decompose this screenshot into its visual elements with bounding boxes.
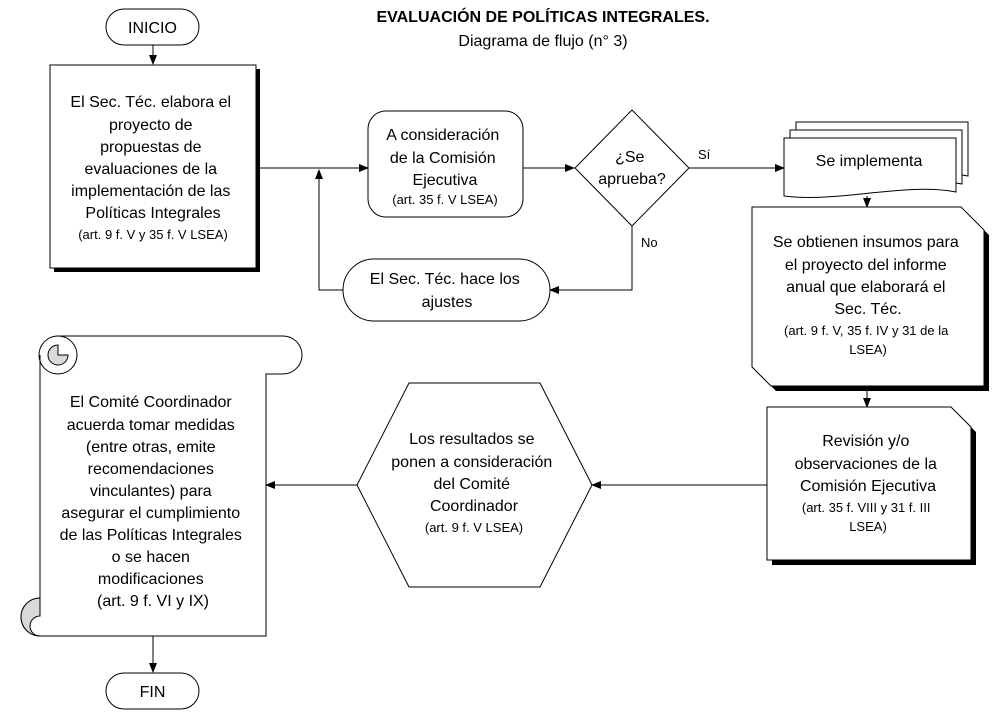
hexagon-resultados: Los resultados se ponen a consideración … bbox=[356, 382, 593, 588]
elabora-reference: (art. 9 f. V y 35 f. V LSEA) bbox=[78, 227, 228, 242]
resultados-line-2: ponen a consideración bbox=[391, 454, 552, 471]
comite-line-5: vinculantes) para bbox=[90, 483, 212, 500]
insumos-ref-line-1: (art. 9 f. V, 35 f. IV y 31 de la bbox=[784, 323, 949, 338]
implementa-label: Se implementa bbox=[816, 153, 923, 170]
revision-line-3: Comisión Ejecutiva bbox=[800, 478, 936, 495]
insumos-text: Se obtienen insumos para el proyecto del… bbox=[773, 234, 963, 318]
consideracion-reference: (art. 35 f. V LSEA) bbox=[392, 192, 498, 207]
comite-line-9: modificaciones bbox=[98, 571, 204, 588]
process-elabora: El Sec. Téc. elabora el proyecto de prop… bbox=[49, 64, 260, 272]
card-revision: Revisión y/o observaciones de la Comisió… bbox=[766, 406, 976, 565]
edge-ajustes-to-loop bbox=[315, 169, 343, 291]
elabora-line-4: evaluaciones de la bbox=[85, 161, 218, 178]
consideracion-line-2: de la Comisión bbox=[390, 150, 496, 167]
scroll-comite: El Comité Coordinador acuerda tomar medi… bbox=[20, 335, 303, 637]
revision-ref-line-2: LSEA) bbox=[849, 519, 887, 534]
consideracion-text: A consideración de la Comisión Ejecutiva bbox=[386, 127, 503, 189]
comite-line-3: (entre otras, emite bbox=[86, 439, 216, 456]
consideracion-line-1: A consideración bbox=[386, 127, 499, 144]
card-insumos: Se obtienen insumos para el proyecto del… bbox=[751, 206, 989, 391]
ajustes-line-1: El Sec. Téc. hace los bbox=[370, 271, 520, 288]
multidocument-implementa: Se implementa bbox=[783, 121, 969, 198]
edge-decision-no bbox=[549, 226, 633, 294]
comite-line-10: (art. 9 f. VI y IX) bbox=[97, 593, 209, 610]
revision-line-2: observaciones de la bbox=[795, 456, 937, 473]
resultados-text: Los resultados se ponen a consideración … bbox=[391, 431, 556, 515]
edge-label-no: No bbox=[641, 235, 658, 250]
decision-text: ¿Se aprueba? bbox=[598, 149, 666, 188]
decision-aprueba: ¿Se aprueba? bbox=[574, 109, 690, 227]
elabora-line-1: El Sec. Téc. elabora el bbox=[70, 94, 231, 111]
diagram-title: EVALUACIÓN DE POLÍTICAS INTEGRALES. bbox=[376, 7, 709, 26]
revision-ref-line-1: (art. 35 f. VIII y 31 f. III bbox=[802, 500, 931, 515]
revision-reference: (art. 35 f. VIII y 31 f. III LSEA) bbox=[802, 500, 934, 534]
revision-line-1: Revisión y/o bbox=[822, 433, 909, 450]
scroll-top-curl-icon bbox=[47, 344, 69, 366]
end-label: FIN bbox=[140, 684, 166, 701]
resultados-reference: (art. 9 f. V LSEA) bbox=[425, 520, 523, 535]
resultados-line-4: Coordinador bbox=[430, 498, 519, 515]
comite-line-2: acuerda tomar medidas bbox=[67, 417, 235, 434]
revision-text: Revisión y/o observaciones de la Comisió… bbox=[795, 433, 942, 495]
insumos-line-3: anual que elaborará el bbox=[786, 279, 945, 296]
ajustes-line-2: ajustes bbox=[422, 294, 473, 311]
comite-line-4: recomendaciones bbox=[88, 461, 214, 478]
edge-label-yes: Sí bbox=[698, 147, 711, 162]
decision-line-2: aprueba? bbox=[598, 171, 666, 188]
insumos-line-1: Se obtienen insumos para bbox=[773, 234, 959, 251]
elabora-line-3: propuestas de bbox=[100, 139, 202, 156]
end-node: FIN bbox=[105, 672, 200, 710]
elabora-line-6: Políticas Integrales bbox=[85, 205, 220, 222]
start-node: INICIO bbox=[105, 8, 200, 46]
comite-line-6: asegurar el cumplimiento bbox=[61, 505, 240, 522]
diagram-subtitle: Diagrama de flujo (n° 3) bbox=[458, 33, 627, 50]
resultados-line-3: del Comité bbox=[434, 476, 511, 493]
elabora-text: El Sec. Téc. elabora el proyecto de prop… bbox=[70, 94, 235, 222]
insumos-reference: (art. 9 f. V, 35 f. IV y 31 de la LSEA) bbox=[784, 323, 952, 357]
resultados-line-1: Los resultados se bbox=[409, 431, 535, 448]
scroll-bottom-curl-icon bbox=[20, 597, 41, 637]
ajustes-text: El Sec. Téc. hace los ajustes bbox=[370, 271, 524, 311]
comite-line-7: de las Políticas Integrales bbox=[60, 527, 242, 544]
comite-line-8: o se hacen bbox=[112, 549, 190, 566]
elabora-line-2: proyecto de bbox=[109, 117, 193, 134]
insumos-ref-line-2: LSEA) bbox=[849, 342, 887, 357]
decision-line-1: ¿Se bbox=[615, 149, 644, 166]
comite-line-1: El Comité Coordinador bbox=[70, 394, 233, 411]
elabora-line-5: implementación de las bbox=[71, 183, 230, 200]
insumos-line-2: el proyecto del informe bbox=[785, 257, 947, 274]
edges bbox=[149, 45, 871, 673]
insumos-line-4: Sec. Téc. bbox=[834, 301, 901, 318]
consideracion-line-3: Ejecutiva bbox=[413, 172, 478, 189]
comite-text: El Comité Coordinador acuerda tomar medi… bbox=[60, 394, 247, 610]
process-consideracion: A consideración de la Comisión Ejecutiva… bbox=[367, 110, 524, 218]
start-label: INICIO bbox=[128, 20, 177, 37]
process-ajustes: El Sec. Téc. hace los ajustes bbox=[342, 258, 551, 322]
